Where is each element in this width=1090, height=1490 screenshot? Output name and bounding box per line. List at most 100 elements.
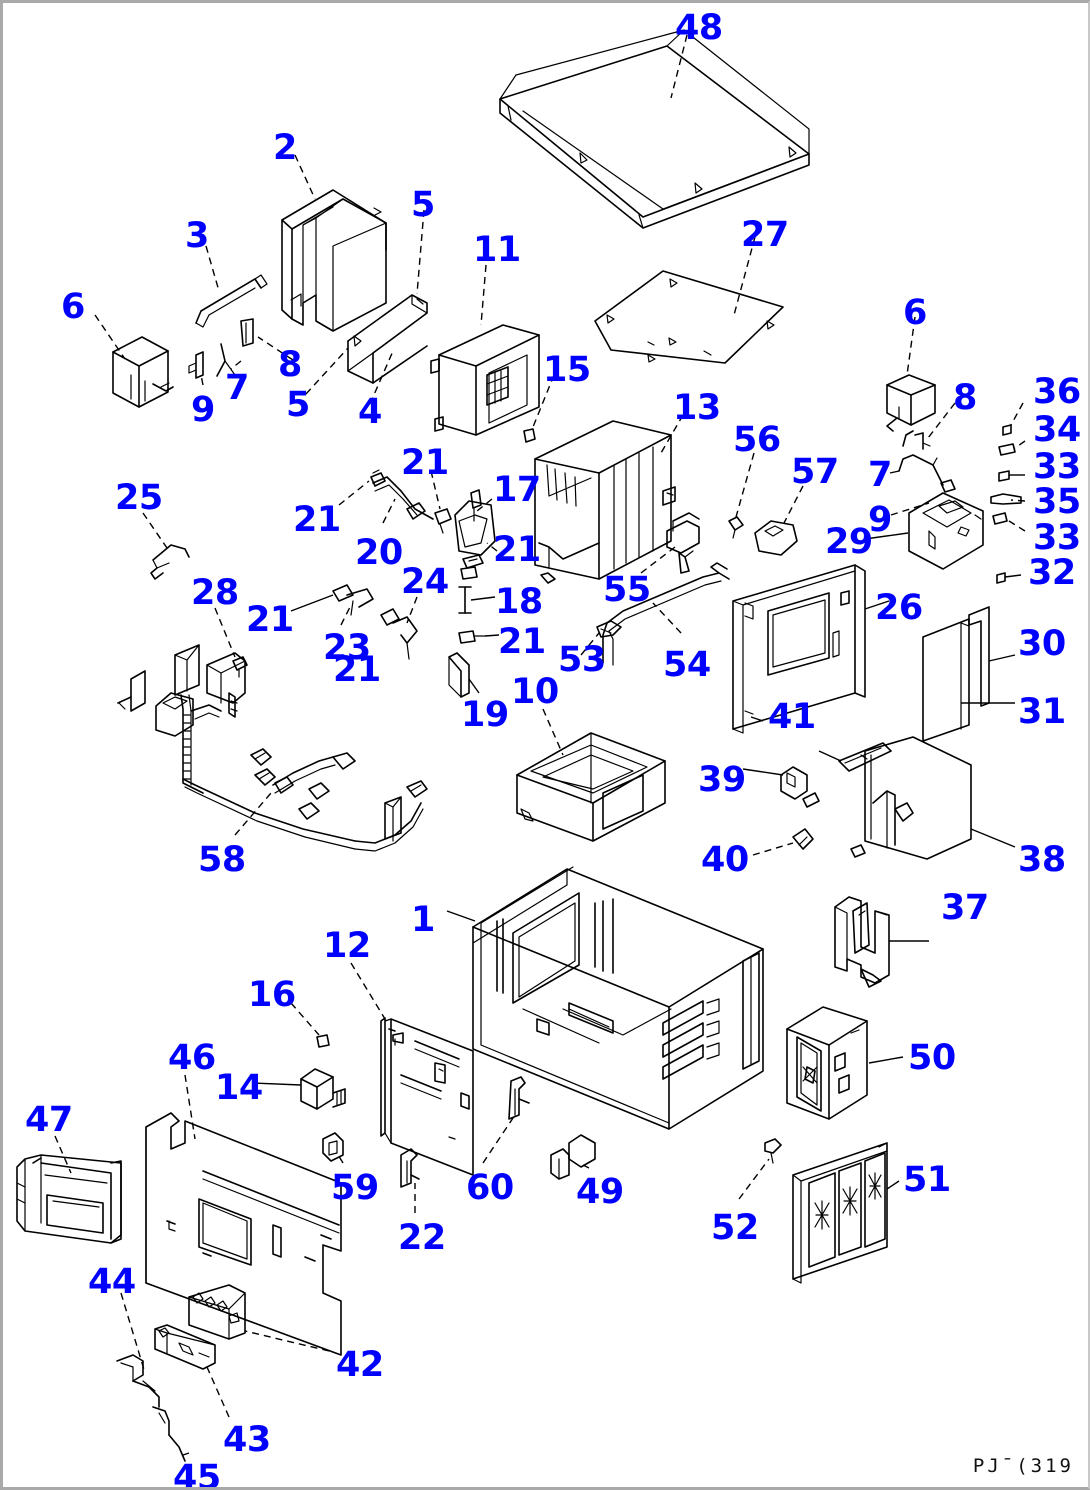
part-21-screw-a <box>338 469 386 506</box>
part-45-pin <box>168 1434 190 1462</box>
callout-rod-bracket: 3 <box>185 216 209 256</box>
part-21-screw-b <box>430 470 452 534</box>
callout-gasket-plate: 27 <box>741 215 789 255</box>
part-10-tray <box>516 708 666 842</box>
part-57-grommet <box>754 485 804 556</box>
part-12-front-panel <box>350 962 474 1176</box>
part-35-screw <box>990 493 1026 505</box>
callout-knob-cap: 15 <box>543 350 591 390</box>
part-55-drain-valve <box>640 512 700 574</box>
callout-grommet-57: 57 <box>791 452 839 492</box>
part-29-mount-plate <box>864 479 984 570</box>
part-19-bracket <box>448 652 480 698</box>
part-27-gasket-plate <box>594 236 784 364</box>
part-9-clamp-left <box>188 351 204 386</box>
callout-nut-33a: 33 <box>1033 447 1081 487</box>
part-48-cover-plate <box>499 29 810 229</box>
part-49-bracket <box>550 1134 596 1180</box>
callout-clamp-left: 9 <box>191 390 215 430</box>
callout-hinge-44: 44 <box>88 1262 136 1302</box>
callout-nut-33b: 33 <box>1033 518 1081 558</box>
callout-bracket-19: 19 <box>461 695 509 735</box>
part-32-pin <box>996 572 1022 584</box>
diagram-footer-code: PJ¯(319 <box>972 1455 1074 1477</box>
callout-latch-39: 39 <box>698 760 746 800</box>
callout-screw-21f: 21 <box>333 650 381 690</box>
callout-clip-59: 59 <box>331 1168 379 1208</box>
callout-screw-28: 28 <box>191 573 239 613</box>
part-20-hose <box>372 476 434 524</box>
callout-clip-right: 8 <box>953 378 977 418</box>
part-44-hinge-left <box>116 1292 170 1436</box>
callout-heater-core: 13 <box>673 388 721 428</box>
callout-vent-grille-51: 51 <box>903 1160 951 1200</box>
callout-bracket-49: 49 <box>576 1172 624 1212</box>
part-28-screw <box>214 607 248 678</box>
diagram-artwork <box>16 29 1026 1462</box>
part-36-bolt <box>1002 402 1024 436</box>
part-43-hinge <box>154 1324 230 1418</box>
part-33-nut-a <box>998 470 1025 482</box>
part-30-seal-strip <box>968 606 1016 707</box>
part-18-shaft <box>458 586 496 614</box>
part-17-valve-body <box>454 489 498 569</box>
callout-hose-20: 20 <box>355 533 403 573</box>
callout-clip-60: 60 <box>466 1168 514 1208</box>
callout-clip-22: 22 <box>398 1218 446 1258</box>
part-25-rod <box>142 512 190 580</box>
part-47-duct <box>16 1135 122 1244</box>
callout-clip-left: 8 <box>278 345 302 385</box>
part-50-switch-module <box>786 1006 904 1120</box>
callout-cover-panel-4: 4 <box>358 392 382 432</box>
part-3-rod-bracket <box>195 245 268 328</box>
callout-tray-10: 10 <box>511 672 559 712</box>
callout-bracket-24: 24 <box>401 562 449 602</box>
part-58-wiring-harness <box>117 644 428 852</box>
part-23-joint <box>290 584 374 626</box>
part-22-clip <box>400 1148 420 1213</box>
part-41-strip <box>818 742 892 772</box>
part-21-screw-d <box>460 566 478 580</box>
part-24-bracket <box>380 596 418 660</box>
callout-valve-body: 17 <box>493 470 541 510</box>
callout-screw-53: 53 <box>558 640 606 680</box>
callout-relay-right: 6 <box>903 293 927 333</box>
part-37-bracket <box>834 896 929 988</box>
callout-screw-upper: 5 <box>411 185 435 225</box>
callout-radio-bracket-frame: 2 <box>273 128 297 168</box>
callout-cover-plate-top: 48 <box>675 8 723 48</box>
part-52-screw <box>738 1138 782 1200</box>
part-16-nut <box>290 1002 330 1048</box>
part-38-side-cover <box>850 736 1016 860</box>
callout-mount-plate-29: 29 <box>825 522 873 562</box>
part-8-clip-left <box>240 318 294 361</box>
callout-screw-21c: 21 <box>493 530 541 570</box>
callout-front-panel-12: 12 <box>323 926 371 966</box>
callout-wire-strap-left: 7 <box>225 368 249 408</box>
callout-bolt-36: 36 <box>1033 372 1081 412</box>
callout-pin-45: 45 <box>173 1458 221 1490</box>
callout-screw-35: 35 <box>1033 482 1081 522</box>
callout-wiring-harness: 58 <box>198 840 246 880</box>
callout-rod-25: 25 <box>115 478 163 518</box>
callout-screw-21a: 21 <box>401 443 449 483</box>
part-60-clip <box>482 1076 530 1164</box>
part-15-knob-cap <box>523 374 555 443</box>
part-7-wire-strap-left <box>216 343 242 377</box>
part-39-latch <box>742 766 820 808</box>
part-21-screw-c <box>458 630 500 644</box>
part-1-main-housing <box>446 866 764 1130</box>
part-6-relay-right <box>886 316 936 432</box>
part-6-relay-left <box>94 314 174 408</box>
part-46-back-panel <box>145 1074 342 1356</box>
callout-panel-31: 31 <box>1018 692 1066 732</box>
part-14-relay <box>252 1068 346 1110</box>
callout-door-panel-26: 26 <box>875 588 923 628</box>
callout-screw-52: 52 <box>711 1208 759 1248</box>
part-40-clip <box>752 828 814 856</box>
callout-screw-21e: 21 <box>498 622 546 662</box>
callout-wire-strap-right: 7 <box>868 455 892 495</box>
part-51-vent-grille <box>792 1142 900 1284</box>
callout-main-housing: 1 <box>411 900 435 940</box>
